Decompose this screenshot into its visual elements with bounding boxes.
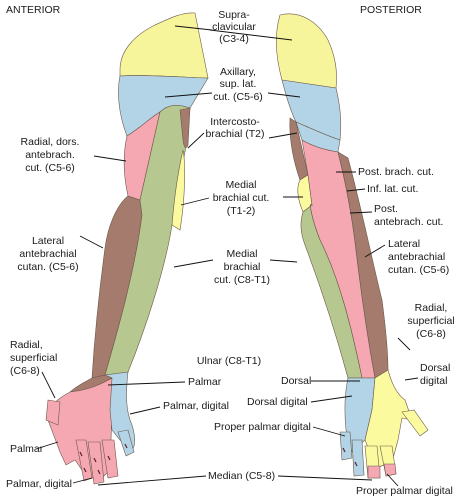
crease xyxy=(124,443,128,449)
lateral-antebrachial-right-line1: Lateral xyxy=(388,238,420,250)
posterior-view-title: POSTERIOR xyxy=(360,4,422,16)
posterior-fingertip-middle xyxy=(367,465,381,479)
anterior-finger-little xyxy=(117,429,135,457)
radial-superficial-left-line1: Radial, xyxy=(10,339,43,351)
radial-superficial-right-line2: superficial xyxy=(407,315,454,327)
ulnar-label: Ulnar (C8-T1) xyxy=(197,355,261,367)
anterior-arm xyxy=(45,12,209,485)
lateral-antebrachial-right-line2: antebrachial xyxy=(388,251,445,263)
radial-dors-label-line1: Radial, dors. xyxy=(21,136,80,148)
anterior-view-title: ANTERIOR xyxy=(6,4,61,16)
radial-superficial-left-line2: superficial xyxy=(10,352,57,364)
anterior-intercostobrachial-brown xyxy=(179,107,191,149)
leader-line xyxy=(267,92,301,98)
supraclavicular-label-line1: Supra- xyxy=(218,9,250,21)
posterior-thumb xyxy=(401,409,429,437)
posterior-arm xyxy=(276,13,429,479)
radial-superficial-right-line3: (C6-8) xyxy=(416,328,446,340)
leader-line xyxy=(35,441,59,450)
medial-brachial-label-line3: (T1-2) xyxy=(227,205,256,217)
anterior-supraclavicular-region xyxy=(119,12,209,79)
axillary-label-line3: cut. (C5-6) xyxy=(213,91,263,103)
leader-line xyxy=(187,132,205,149)
medial-brachial-label-line1: Medial xyxy=(226,179,257,191)
medial-antebrachial-label-line1: Medial xyxy=(227,248,258,260)
palmar-digital-median-label: Palmar, digital xyxy=(6,478,72,490)
dorsal-digital-radial-line2: digital xyxy=(420,375,447,387)
post-antebrach-cut-line2: antebrach. cut. xyxy=(374,216,443,228)
axillary-label-line2: sup. lat. xyxy=(220,78,257,90)
leader-line xyxy=(174,25,213,31)
crease xyxy=(354,461,358,467)
posterior-finger-ring xyxy=(351,439,365,477)
leader-line xyxy=(312,426,346,437)
leader-lines xyxy=(35,25,419,487)
radial-dors-label-line2: antebrach. xyxy=(25,149,75,161)
leader-line xyxy=(349,211,373,214)
proper-palmar-digital-ulnar-label: Proper palmar digital xyxy=(214,421,311,433)
leader-line xyxy=(72,477,93,484)
leader-line xyxy=(107,381,186,386)
leader-line xyxy=(41,371,56,399)
medial-antebrachial-label-line2: brachial xyxy=(224,261,261,273)
crease xyxy=(107,455,111,461)
palmar-digital-ulnar-label: Palmar, digital xyxy=(163,400,229,412)
supraclavicular-label-line2: clavicular xyxy=(212,21,256,33)
crease xyxy=(93,457,97,463)
posterior-finger-little xyxy=(339,431,353,461)
axillary-label-line1: Axillary, xyxy=(220,66,256,78)
leader-line xyxy=(97,475,207,486)
crease xyxy=(97,469,101,475)
labels: ANTERIOR POSTERIOR Supra- clavicular (C3… xyxy=(6,4,455,497)
palmar-median-label: Palmar xyxy=(10,443,44,455)
post-brach-cut-label: Post. brach. cut. xyxy=(358,166,434,178)
leader-line xyxy=(79,235,104,249)
leader-line xyxy=(386,473,399,487)
proper-palmar-digital-median-label: Proper palmar digital xyxy=(356,485,453,497)
anterior-medial-brachial-region xyxy=(171,149,185,231)
leader-line xyxy=(93,155,127,162)
leader-line xyxy=(180,197,210,206)
dorsal-digital-radial-line1: Dorsal xyxy=(420,362,450,374)
intercostobrachial-label-line2: brachial (T2) xyxy=(206,128,265,140)
post-antebrach-cut-line1: Post. xyxy=(374,203,398,215)
leader-line xyxy=(310,395,353,403)
posterior-supraclavicular-region xyxy=(276,13,337,89)
lateral-antebrachial-left-line2: antebrachial xyxy=(19,248,76,260)
anterior-thumb xyxy=(45,399,61,426)
leader-line xyxy=(277,475,373,481)
crease xyxy=(83,467,87,473)
crease xyxy=(79,451,83,457)
dorsal-label: Dorsal xyxy=(281,375,311,387)
median-label: Median (C5-8) xyxy=(208,470,275,482)
leader-line xyxy=(269,259,298,263)
lateral-antebrachial-left-line3: cutan. (C5-6) xyxy=(17,261,78,273)
leader-line xyxy=(364,244,386,258)
dorsal-digital-ulnar-label: Dorsal digital xyxy=(247,396,308,408)
leader-line xyxy=(164,92,213,98)
supraclavicular-label-line3: (C3-4) xyxy=(219,33,249,45)
posterior-fingertip-index xyxy=(383,463,397,477)
leader-line xyxy=(404,377,419,381)
leader-line xyxy=(268,132,298,139)
leader-line xyxy=(129,406,161,415)
radial-superficial-right-line1: Radial, xyxy=(415,302,448,314)
lateral-antebrachial-right-line3: cutan. (C5-6) xyxy=(388,264,449,276)
lateral-antebrachial-left-line1: Lateral xyxy=(32,235,64,247)
crease xyxy=(342,447,346,453)
palmar-ulnar-label: Palmar xyxy=(188,376,222,388)
radial-dors-label-line3: cut. (C5-6) xyxy=(25,162,75,174)
leader-line xyxy=(397,337,411,351)
radial-superficial-left-line3: (C6-8) xyxy=(10,365,40,377)
intercostobrachial-label-line1: Intercosto- xyxy=(210,116,260,128)
medial-antebrachial-label-line3: cut. (C8-T1) xyxy=(214,274,270,286)
leader-line xyxy=(209,29,293,41)
leader-line xyxy=(173,259,214,268)
medial-brachial-label-line2: brachial cut. xyxy=(213,192,270,204)
leader-line xyxy=(346,188,366,192)
inf-lat-cut-label: Inf. lat. cut. xyxy=(367,183,418,195)
